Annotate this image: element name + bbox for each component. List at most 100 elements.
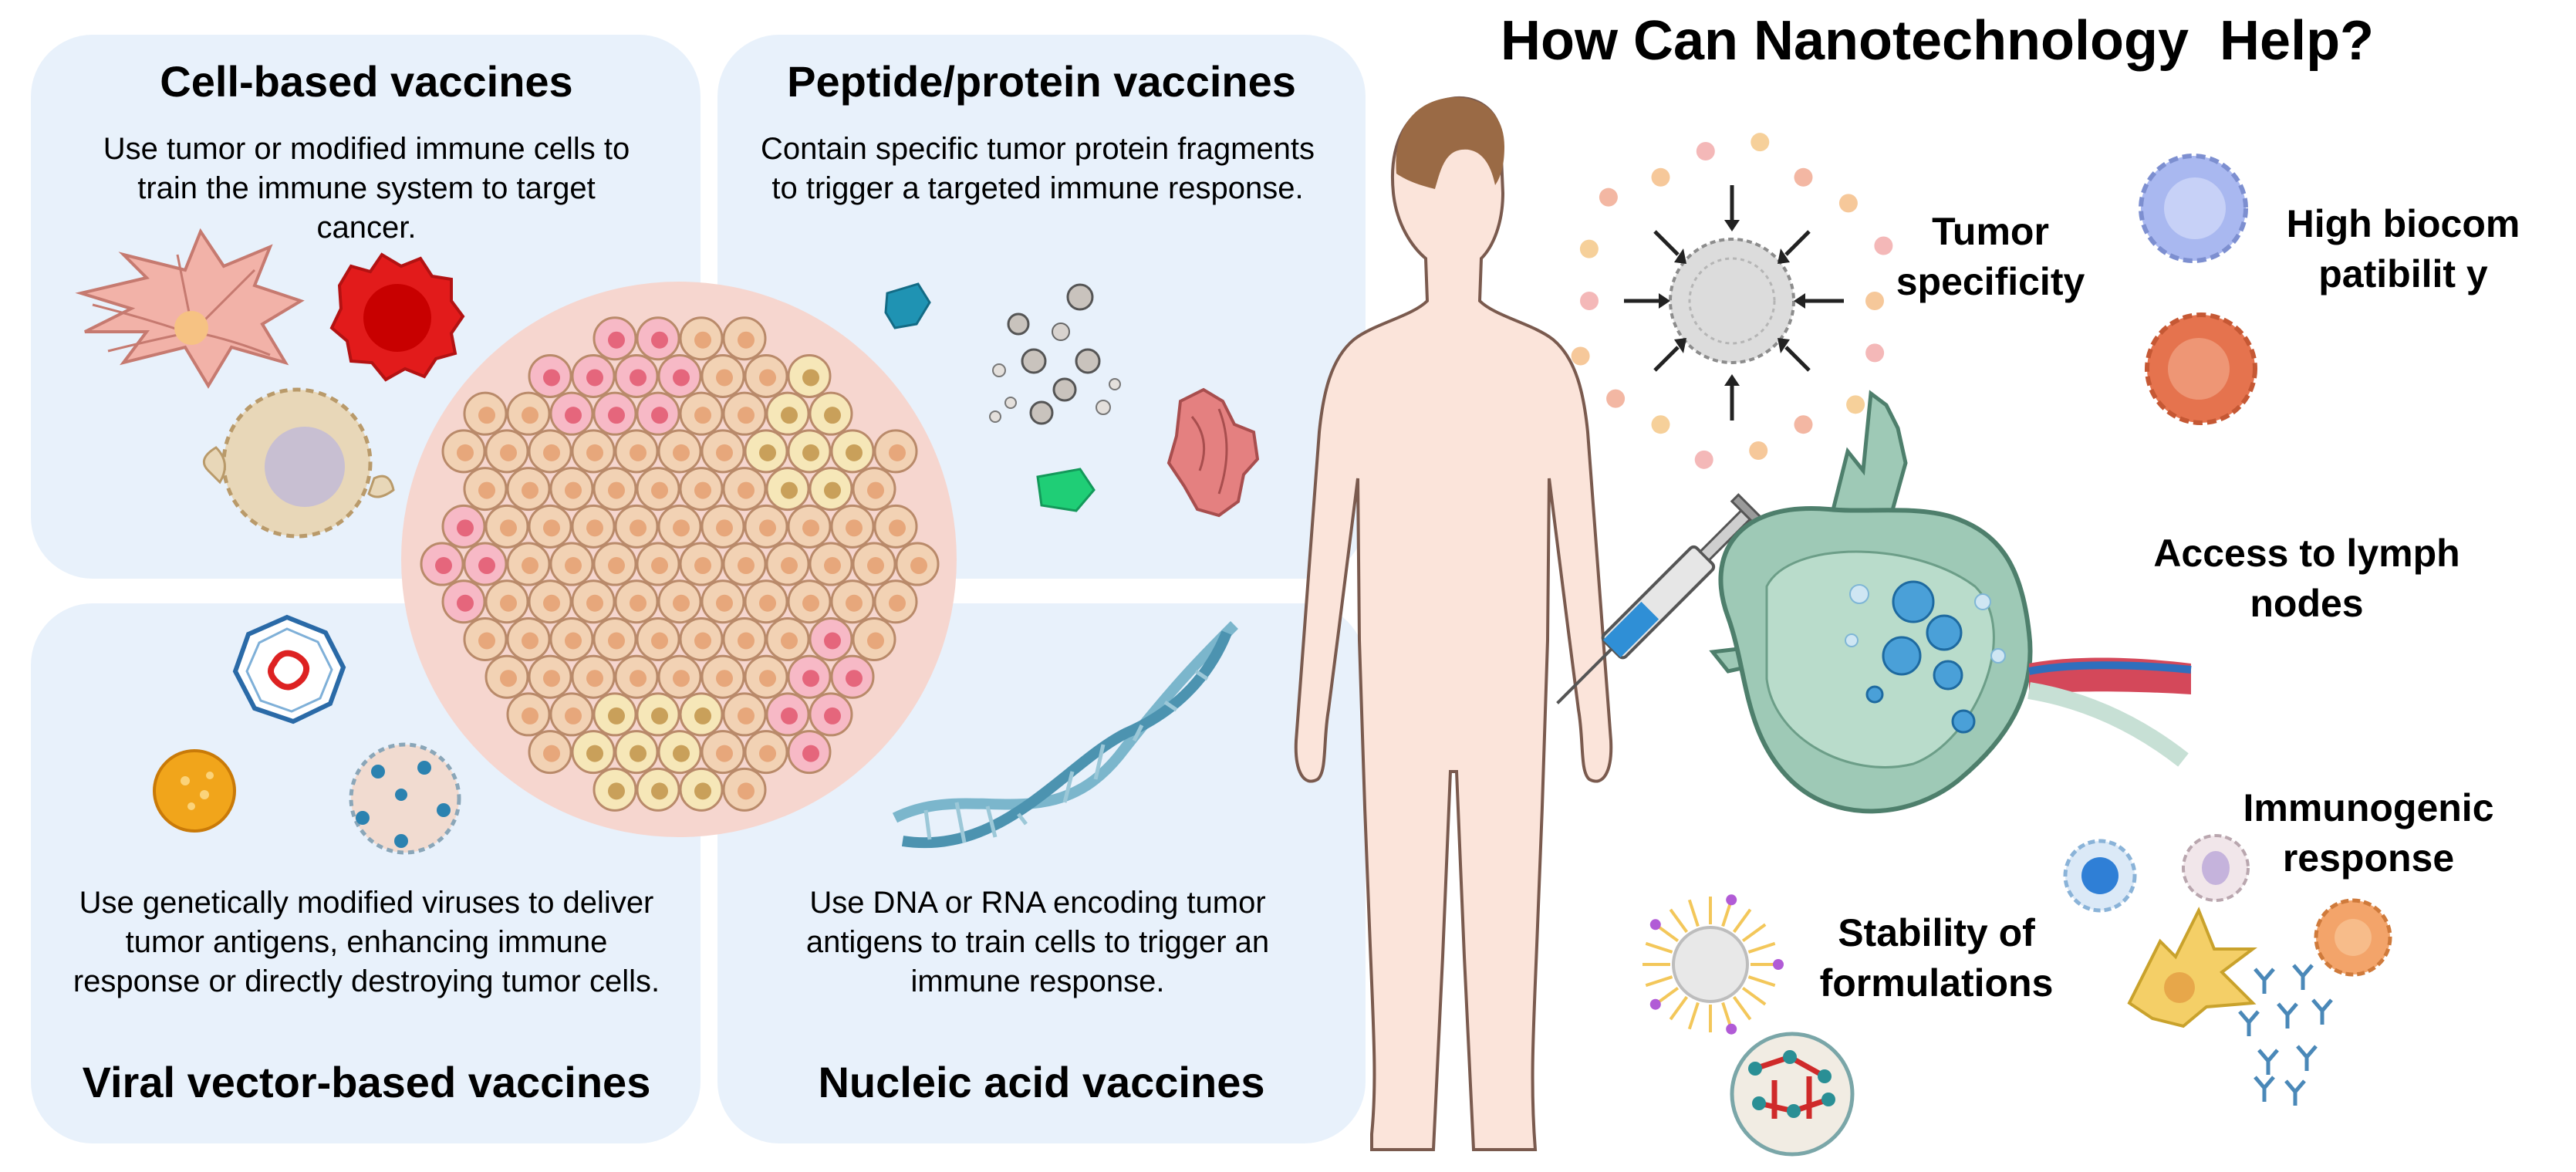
tumor-cell <box>657 353 702 398</box>
tumor-specificity-illustration <box>1571 133 1893 469</box>
tumor-cell <box>744 579 788 624</box>
tumor-cell <box>593 467 637 512</box>
antibody-icon <box>2311 998 2333 1025</box>
tumor-cell <box>549 391 594 436</box>
tumor-cell <box>614 654 659 699</box>
tumor-cell <box>852 542 896 586</box>
tumor-cell <box>571 730 616 775</box>
tumor-cell <box>593 391 637 436</box>
tumor-cell <box>441 504 486 549</box>
tumor-cell <box>765 467 810 512</box>
tumor-cell <box>765 616 810 661</box>
tumor-cell <box>593 542 637 586</box>
tumor-cell <box>722 542 767 586</box>
tumor-cell <box>787 730 832 775</box>
tumor-cell <box>484 654 529 699</box>
tumor-cell <box>549 542 594 586</box>
tumor-cell <box>636 391 680 436</box>
antigen-dot <box>1571 346 1590 366</box>
antibody-icon <box>2277 1002 2298 1028</box>
tumor-cell <box>528 429 572 474</box>
tumor-cell <box>722 692 767 737</box>
tumor-cell <box>614 504 659 549</box>
tumor-cell <box>506 692 551 737</box>
tumor-cell <box>701 654 745 699</box>
tumor-cell <box>484 429 529 474</box>
tumor-cell <box>679 467 724 512</box>
tumor-cell <box>441 579 486 624</box>
tumor-cell <box>852 467 896 512</box>
tumor-cell <box>549 616 594 661</box>
tumor-cell <box>852 616 896 661</box>
tumor-cell <box>787 654 832 699</box>
human-body-figure <box>1294 96 1613 1151</box>
tumor-cell <box>765 542 810 586</box>
nucleic-title: Nucleic acid vaccines <box>818 1058 1265 1106</box>
antigen-dot <box>1749 441 1768 461</box>
tumor-cell <box>506 467 551 512</box>
tumor-cell <box>657 429 702 474</box>
tumor-cell <box>657 730 702 775</box>
tumor-cell <box>765 692 810 737</box>
tumor-cell <box>528 504 572 549</box>
antigen-dot <box>1599 187 1618 207</box>
tumor-cell <box>657 504 702 549</box>
tumor-cell <box>744 429 788 474</box>
nucleic-description: Use DNA or RNA encoding tumor antigens t… <box>805 886 1270 999</box>
antigen-dot <box>1865 292 1884 310</box>
antigen-dots <box>1571 133 1893 469</box>
red-immune-cell-icon <box>329 252 465 382</box>
antigen-dot <box>1838 194 1858 213</box>
benefit-stability: Stability of formulations <box>1819 911 2054 1005</box>
tumor-cell <box>830 654 875 699</box>
tumor-cell <box>679 391 724 436</box>
benefit-lymph-access: Access to lymph nodes <box>2153 532 2460 625</box>
tumor-cell <box>463 467 508 512</box>
tumor-cell <box>830 579 875 624</box>
tumor-cell <box>809 467 853 512</box>
tumor-cell <box>895 542 940 586</box>
tumor-cell <box>744 504 788 549</box>
viral-capsid-icon <box>232 614 346 724</box>
tumor-cell <box>809 692 853 737</box>
tumor-cell <box>679 316 724 361</box>
protein-structure-icon <box>1166 387 1260 518</box>
tumor-cell <box>701 504 745 549</box>
tumor-cell <box>528 730 572 775</box>
tumor-cell <box>722 767 767 812</box>
tumor-cell <box>593 616 637 661</box>
benefit-immunogenic: Immunogenic response <box>2243 786 2494 880</box>
tumor-cell <box>593 316 637 361</box>
tumor-cell <box>873 504 918 549</box>
tumor-cell <box>744 654 788 699</box>
tumor-cell <box>722 391 767 436</box>
tumor-cell <box>506 542 551 586</box>
antigen-dot <box>1694 450 1713 469</box>
benefit-biocompatibility: High biocompatibilit y <box>2286 202 2520 296</box>
tumor-cell <box>614 579 659 624</box>
antibody-icon <box>2296 1045 2318 1071</box>
antigen-dot <box>1651 415 1670 434</box>
tumor-cell <box>636 616 680 661</box>
tumor-cell <box>744 353 788 398</box>
tumor-cell <box>549 467 594 512</box>
tumor-cell <box>679 767 724 812</box>
tumor-cell <box>722 467 767 512</box>
tumor-cell <box>873 579 918 624</box>
peptide-description: Contain specific tumor protein fragments… <box>760 132 1315 206</box>
crystal-nanoparticle-icon <box>1730 1032 1855 1157</box>
peptide-fragments-icon <box>884 282 1121 512</box>
nanotech-title: How Can Nanotechnology Help? <box>1501 10 2375 72</box>
tumor-cell <box>441 429 486 474</box>
antigen-dot <box>1751 133 1770 152</box>
tumor-cell <box>614 730 659 775</box>
antigen-dot <box>1696 141 1715 160</box>
tumor-cell <box>787 504 832 549</box>
tumor-cell <box>506 391 551 436</box>
tumor-cell <box>571 579 616 624</box>
tumor-cell <box>701 579 745 624</box>
antibody-icon <box>2284 1079 2306 1106</box>
antibody-icons <box>2238 964 2333 1106</box>
tumor-cell <box>744 730 788 775</box>
